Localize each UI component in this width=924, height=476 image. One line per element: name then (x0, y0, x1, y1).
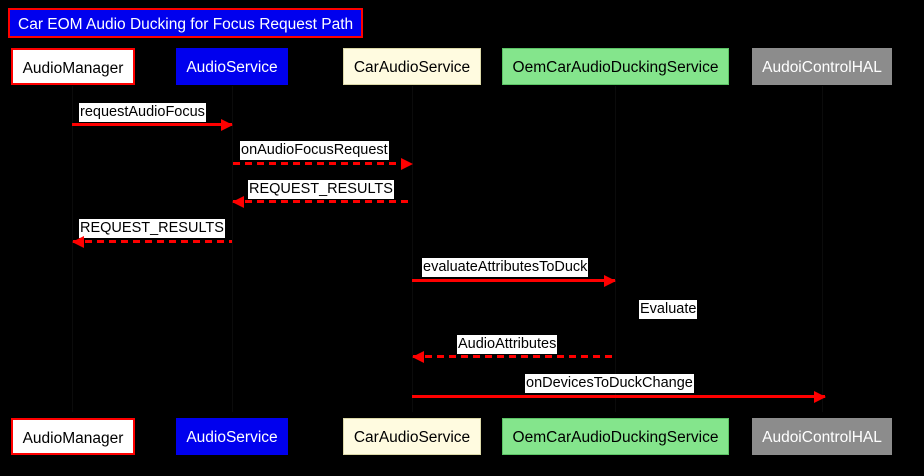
arrow-shaft (233, 162, 412, 165)
arrow-shaft (412, 279, 615, 282)
self-call-label-evaluate: Evaluate (639, 300, 698, 319)
participant-label: AudoiControlHAL (762, 429, 882, 446)
participant-top-audoicontrolhal[interactable]: AudoiControlHAL (752, 48, 892, 85)
arrow-head-right-icon (401, 157, 413, 170)
participant-bottom-audiomanager[interactable]: AudioManager (11, 418, 135, 455)
message-label-on-devices-to-duck-change: onDevicesToDuckChange (525, 374, 694, 393)
lifeline-audoicontrolhal (822, 86, 823, 412)
arrow-head-right-icon (221, 118, 233, 131)
message-label-request-results-car-to-audio: REQUEST_RESULTS (248, 180, 394, 199)
participant-label: AudioService (186, 429, 278, 446)
participant-bottom-oemcaraudioduckingservice[interactable]: OemCarAudioDuckingService (502, 418, 729, 455)
arrow-head-left-icon (412, 350, 424, 363)
participant-label: AudioManager (22, 430, 124, 447)
participant-label: AudioManager (22, 60, 124, 77)
lifeline-oemcaraudioduckingservice (615, 86, 616, 412)
arrow-head-left-icon (72, 235, 84, 248)
arrow-shaft (73, 240, 232, 243)
message-arrow-request-results-audio-to-manager (72, 235, 232, 248)
arrow-head-right-icon (604, 274, 616, 287)
participant-top-audioservice[interactable]: AudioService (176, 48, 288, 85)
message-arrow-audio-attributes (412, 350, 616, 363)
message-label-audio-attributes: AudioAttributes (457, 335, 558, 354)
participant-top-caraudioservice[interactable]: CarAudioService (343, 48, 481, 85)
message-arrow-request-results-car-to-audio (232, 195, 412, 208)
arrow-shaft (72, 123, 232, 126)
message-arrow-request-audio-focus (72, 118, 233, 131)
arrow-head-right-icon (814, 390, 826, 403)
participant-label: AudioService (186, 59, 278, 76)
participant-label: AudoiControlHAL (762, 59, 882, 76)
message-arrow-evaluate-attributes-to-duck (412, 274, 616, 287)
arrow-shaft (413, 355, 616, 358)
diagram-title: Car EOM Audio Ducking for Focus Request … (8, 8, 364, 38)
message-arrow-on-devices-to-duck-change (412, 390, 826, 403)
message-label-request-results-audio-to-manager: REQUEST_RESULTS (79, 219, 225, 238)
arrow-head-left-icon (232, 195, 244, 208)
arrow-shaft (233, 200, 412, 203)
participant-top-oemcaraudioduckingservice[interactable]: OemCarAudioDuckingService (502, 48, 729, 85)
lifeline-caraudioservice (412, 86, 413, 412)
participant-bottom-caraudioservice[interactable]: CarAudioService (343, 418, 481, 455)
participant-label: OemCarAudioDuckingService (512, 59, 719, 76)
message-arrow-on-audio-focus-request (233, 157, 413, 170)
arrow-shaft (412, 395, 825, 398)
lifeline-audiomanager (72, 86, 73, 412)
participant-label: OemCarAudioDuckingService (512, 429, 719, 446)
participant-label: CarAudioService (353, 429, 471, 446)
participant-top-audiomanager[interactable]: AudioManager (11, 48, 135, 85)
lifeline-audioservice (232, 86, 233, 412)
message-label-on-audio-focus-request: onAudioFocusRequest (240, 141, 389, 160)
participant-bottom-audioservice[interactable]: AudioService (176, 418, 288, 455)
participant-label: CarAudioService (353, 59, 471, 76)
message-label-evaluate-attributes-to-duck: evaluateAttributesToDuck (422, 258, 589, 277)
participant-bottom-audoicontrolhal[interactable]: AudoiControlHAL (752, 418, 892, 455)
message-label-request-audio-focus: requestAudioFocus (79, 103, 206, 122)
